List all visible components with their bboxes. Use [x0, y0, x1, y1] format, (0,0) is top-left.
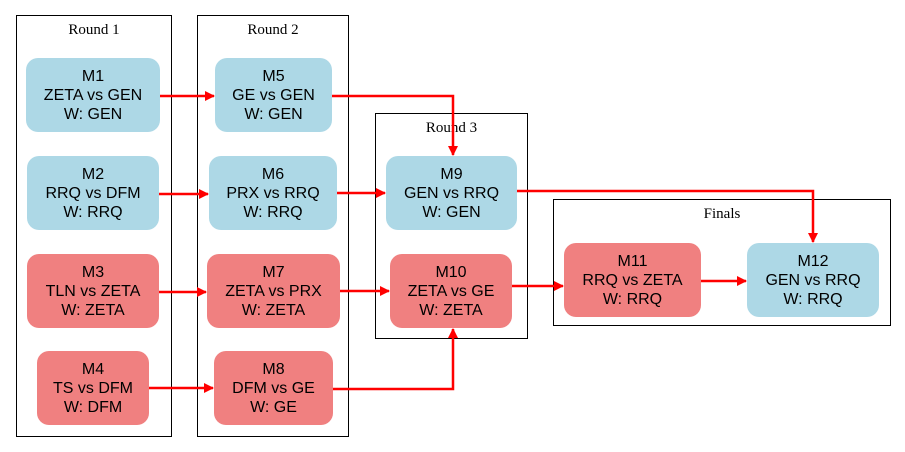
match-id: M6 [261, 165, 285, 183]
match-teams: PRX vs RRQ [226, 184, 320, 202]
match-id: M7 [262, 263, 285, 281]
match-id: M4 [81, 360, 105, 378]
match-winner: W: DFM [63, 398, 123, 416]
match-node-m8[interactable]: M8 DFM vs GE W: GE [214, 351, 333, 425]
match-teams: RRQ vs DFM [45, 184, 141, 202]
match-teams: GE vs GEN [232, 86, 315, 104]
match-node-m12[interactable]: M12 GEN vs RRQ W: RRQ [747, 243, 879, 317]
match-node-m7[interactable]: M7 ZETA vs PRX W: ZETA [207, 254, 340, 328]
match-node-m1[interactable]: M1 ZETA vs GEN W: GEN [26, 58, 160, 132]
match-node-m9[interactable]: M9 GEN vs RRQ W: GEN [386, 156, 517, 230]
match-node-m2[interactable]: M2 RRQ vs DFM W: RRQ [27, 156, 159, 230]
match-winner: W: GEN [244, 105, 303, 123]
match-teams: ZETA vs GEN [43, 86, 143, 104]
match-winner: W: ZETA [419, 301, 483, 319]
cluster-round-3-label: Round 3 [425, 120, 478, 136]
match-winner: W: RRQ [783, 290, 843, 308]
match-id: M11 [617, 252, 648, 270]
match-id: M10 [435, 263, 467, 281]
match-node-m4[interactable]: M4 TS vs DFM W: DFM [37, 351, 149, 425]
match-id: M8 [262, 360, 285, 378]
match-id: M2 [81, 165, 105, 183]
match-winner: W: GEN [63, 105, 123, 123]
match-winner: W: RRQ [63, 203, 123, 221]
match-id: M3 [81, 263, 105, 281]
match-winner: W: RRQ [602, 290, 663, 308]
match-winner: W: ZETA [241, 301, 306, 319]
match-id: M1 [81, 67, 105, 85]
match-teams: TLN vs ZETA [45, 282, 141, 300]
match-winner: W: ZETA [61, 301, 125, 319]
match-id: M5 [262, 67, 285, 85]
match-node-m11[interactable]: M11 RRQ vs ZETA W: RRQ [564, 243, 701, 317]
cluster-round-1-label: Round 1 [68, 22, 120, 38]
match-winner: W: GE [250, 398, 297, 416]
match-teams: DFM vs GE [232, 379, 315, 397]
match-winner: W: RRQ [243, 203, 303, 221]
cluster-round-2-label: Round 2 [247, 22, 299, 38]
match-teams: ZETA vs PRX [225, 282, 322, 300]
match-teams: RRQ vs ZETA [582, 271, 683, 289]
match-id: M9 [440, 165, 463, 183]
match-node-m6[interactable]: M6 PRX vs RRQ W: RRQ [209, 156, 337, 230]
match-winner: W: GEN [422, 203, 481, 221]
match-node-m10[interactable]: M10 ZETA vs GE W: ZETA [390, 254, 512, 328]
match-teams: GEN vs RRQ [403, 184, 500, 202]
match-teams: ZETA vs GE [407, 282, 495, 300]
match-node-m5[interactable]: M5 GE vs GEN W: GEN [215, 58, 332, 132]
match-teams: TS vs DFM [53, 379, 133, 397]
cluster-finals-label: Finals [703, 206, 741, 222]
match-id: M12 [797, 252, 829, 270]
match-node-m3[interactable]: M3 TLN vs ZETA W: ZETA [27, 254, 159, 328]
match-teams: GEN vs RRQ [765, 271, 861, 289]
